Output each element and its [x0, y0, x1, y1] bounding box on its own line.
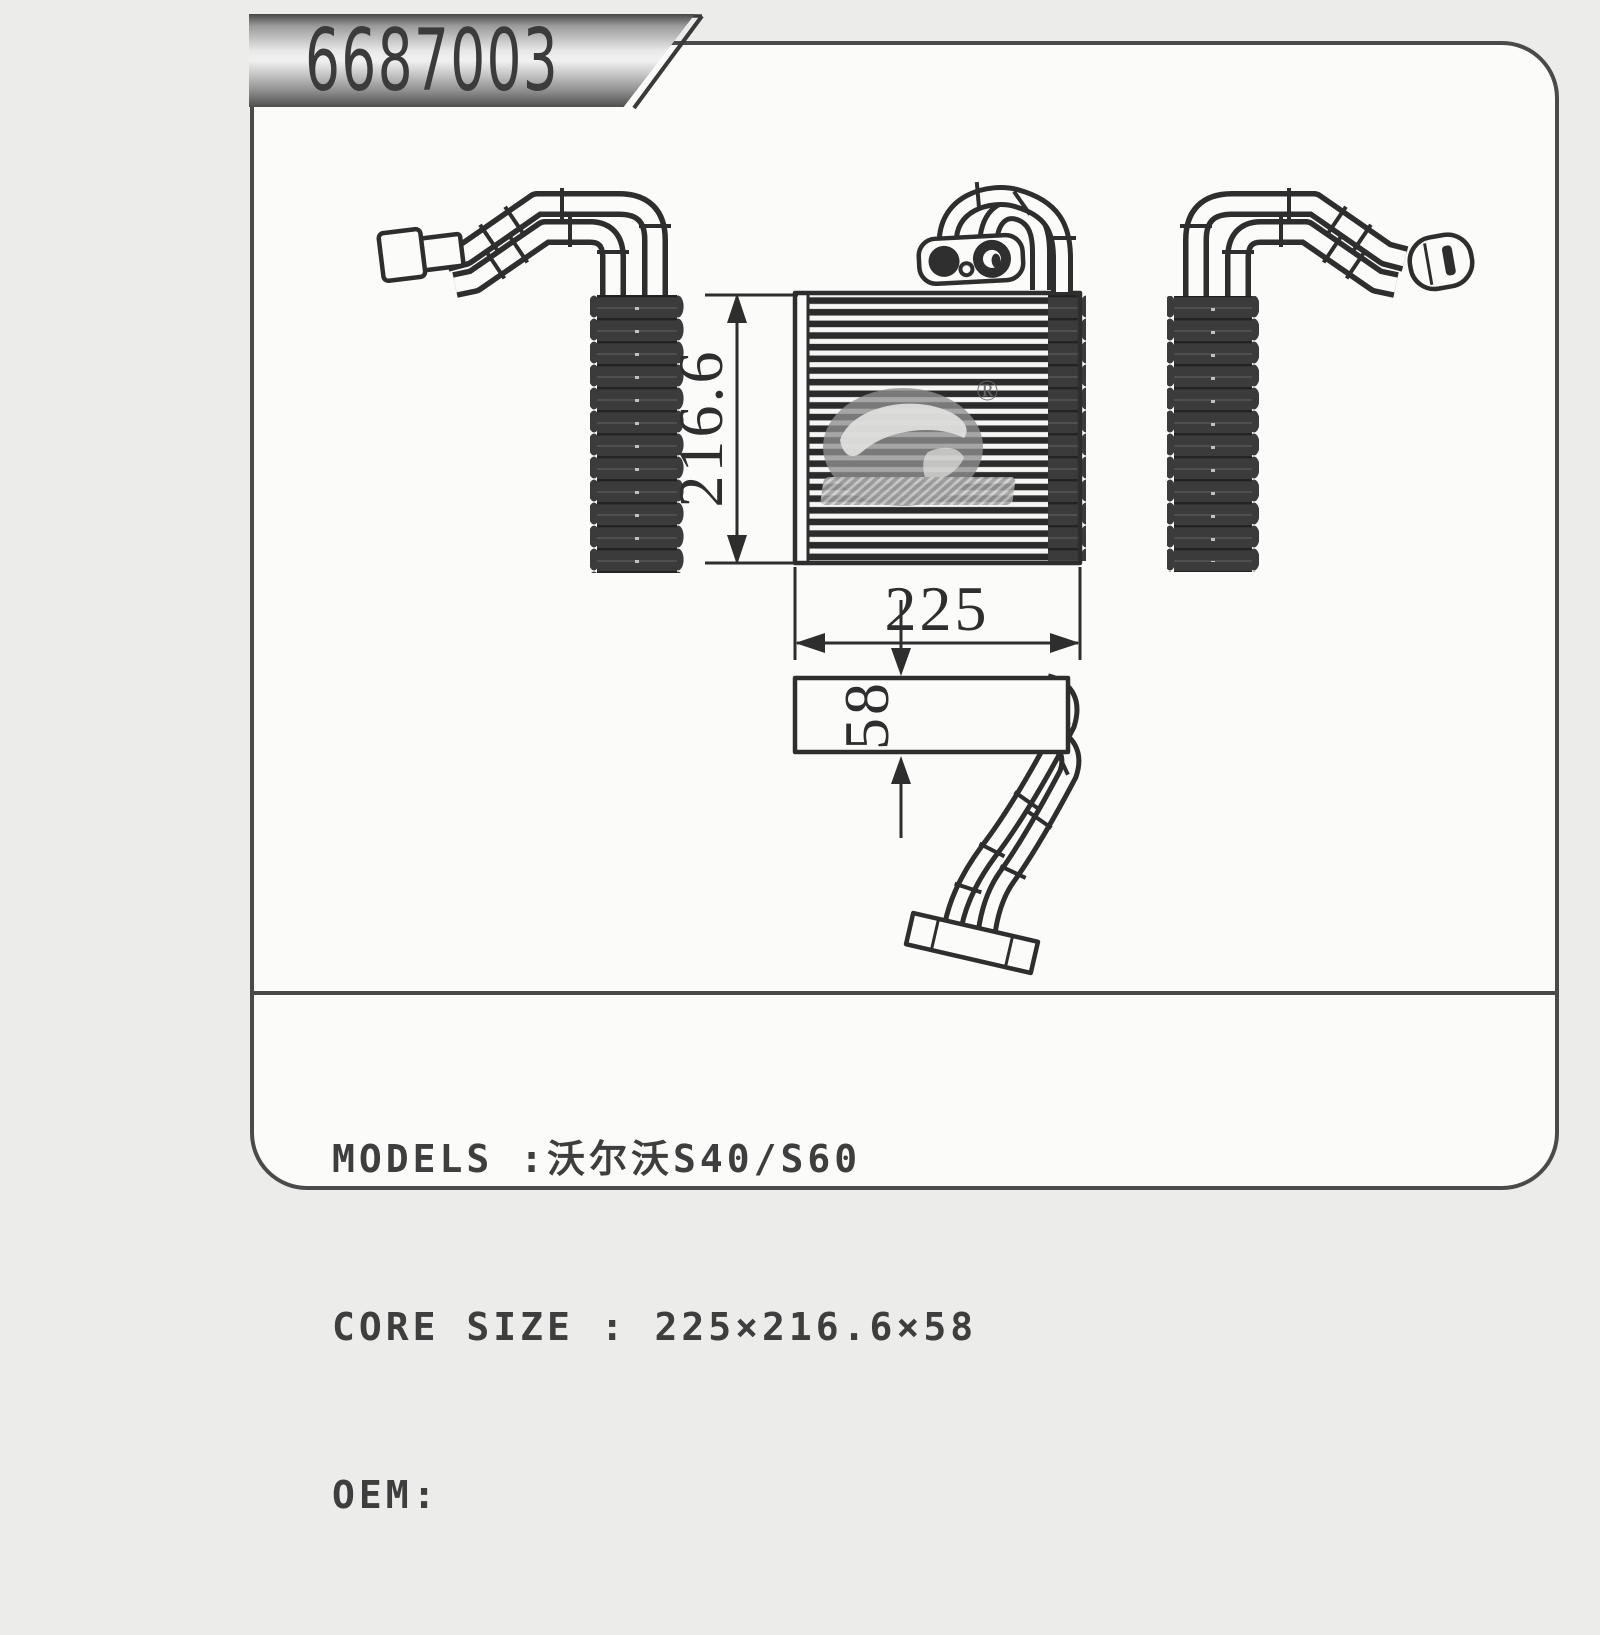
spec-block: MODELS :沃尔沃S40/S60 CORE SIZE : 225×216.6…	[332, 1019, 977, 1635]
core-tank-right	[1048, 295, 1086, 561]
dim-depth-value: 58	[831, 680, 902, 750]
technical-drawing: ®	[250, 14, 1559, 1190]
port-circle-left	[928, 245, 960, 277]
pipe-right-inner	[1225, 219, 1399, 310]
part-number-banner: 6687003	[249, 14, 695, 107]
dim-depth: 58	[831, 600, 911, 838]
pipe-left-outer	[442, 191, 668, 310]
catalog-page: ®	[249, 14, 1559, 1517]
front-pipes	[936, 181, 1076, 292]
core-outline	[792, 290, 1083, 566]
bolt-hole	[958, 261, 975, 278]
pipe-right-outer	[1183, 191, 1409, 310]
pipe-fitting-left	[376, 226, 466, 284]
pipe-left-inner	[452, 219, 626, 310]
top-view: 58	[792, 600, 1082, 976]
part-number: 6687003	[305, 10, 560, 111]
side-view-right	[1167, 188, 1475, 572]
spec-models: MODELS :沃尔沃S40/S60	[332, 1137, 862, 1181]
front-view: ®	[792, 181, 1086, 566]
bottom-flange	[903, 910, 1041, 976]
pipe-fitting-right	[1407, 232, 1475, 292]
watermark-text	[820, 477, 1016, 505]
side-view-left	[376, 188, 684, 573]
inlet-outlet-block	[916, 232, 1026, 287]
pipe-right-joints	[1180, 188, 1373, 280]
spec-oem: OEM:	[332, 1473, 440, 1517]
core-column-left	[590, 295, 684, 573]
dim-height: 216.6	[665, 293, 798, 565]
watermark-logo: ®	[820, 374, 1016, 506]
dim-height-value: 216.6	[665, 349, 736, 508]
pipe-left-joints	[478, 188, 671, 280]
core-column-right	[1167, 296, 1259, 572]
spec-core-size: CORE SIZE : 225×216.6×58	[332, 1305, 978, 1349]
registered-mark: ®	[976, 374, 999, 407]
top-view-outline	[792, 675, 1071, 755]
